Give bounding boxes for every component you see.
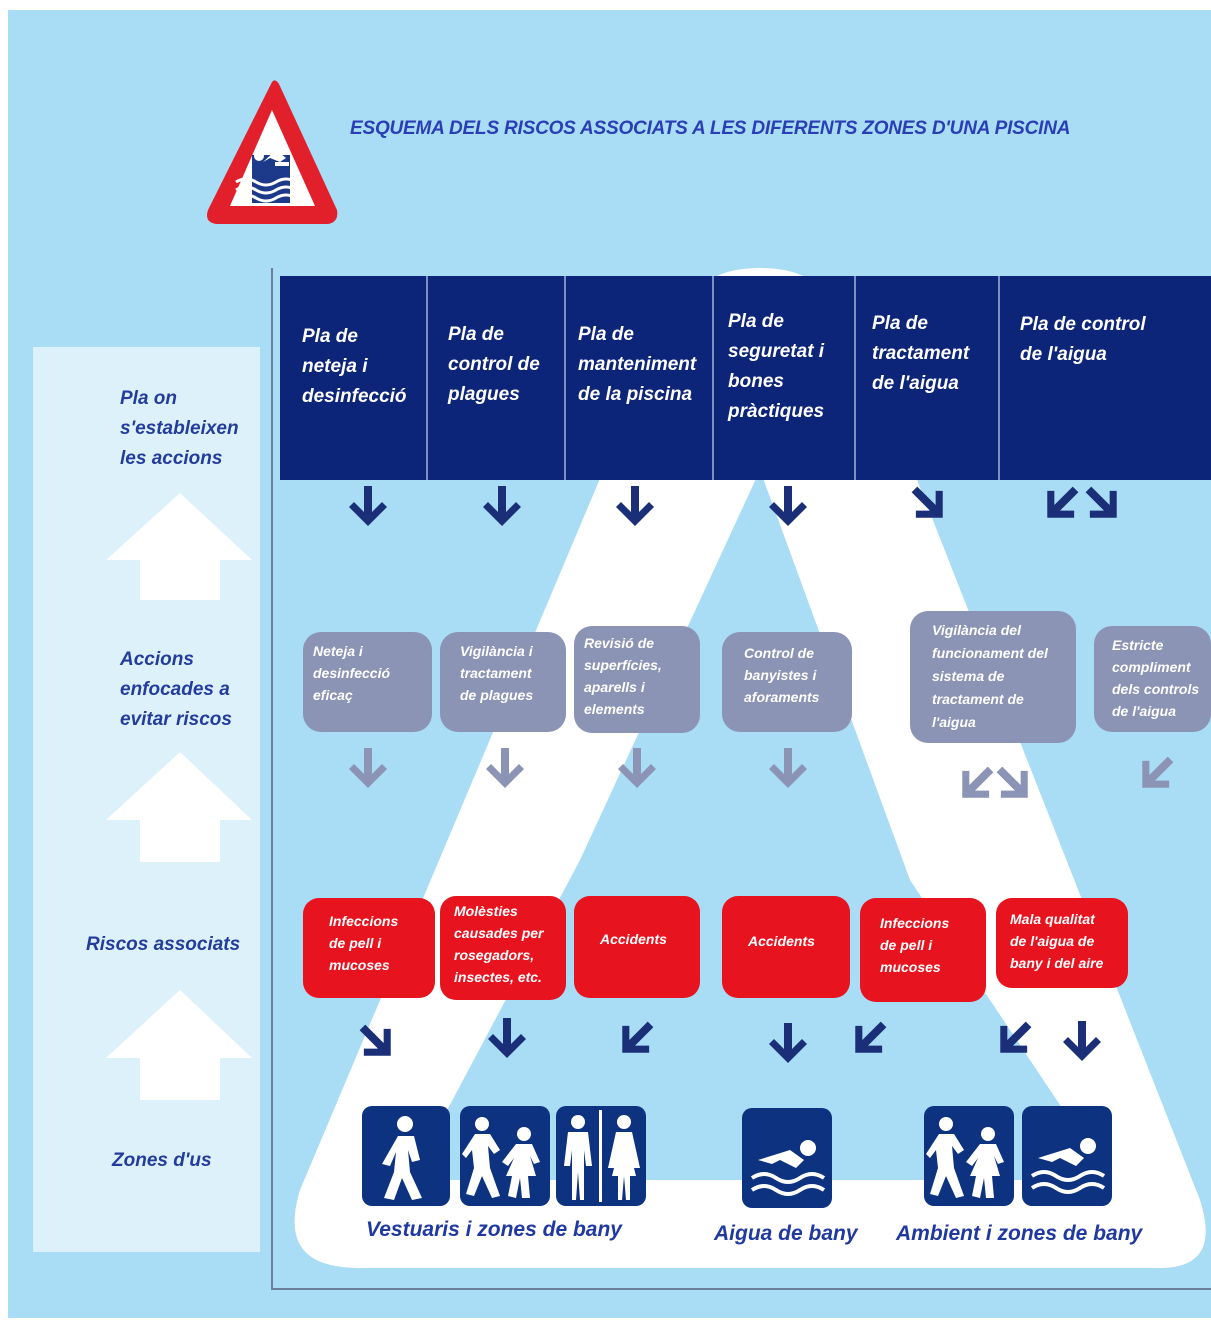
risk-box-accidents-2: Accidents bbox=[722, 896, 850, 998]
plan-bar bbox=[280, 276, 1211, 480]
left-label-zones: Zones d'us bbox=[112, 1150, 212, 1171]
plan-column-4 bbox=[714, 276, 856, 480]
plan-column-2 bbox=[428, 276, 566, 480]
plan-column-3 bbox=[566, 276, 714, 480]
swimmer-icon bbox=[1022, 1106, 1112, 1206]
risk-box-accidents-1: Accidents bbox=[574, 896, 700, 998]
up-arrow-1 bbox=[106, 493, 252, 600]
swimmer-icon bbox=[742, 1108, 832, 1208]
left-label-risks: Riscos associats bbox=[86, 934, 241, 955]
zone-label-bathing-water: Aigua de bany bbox=[714, 1222, 858, 1245]
plan-column-5 bbox=[856, 276, 1000, 480]
running-children-icon bbox=[460, 1106, 550, 1206]
zone-label-changing-rooms: Vestuaris i zones de bany bbox=[366, 1218, 622, 1241]
main-frame bbox=[271, 268, 1211, 1290]
diagram-title: ESQUEMA DELS RISCOS ASSOCIATS A LES DIFE… bbox=[350, 118, 1071, 139]
up-arrow-3 bbox=[106, 990, 252, 1100]
plan-column-1 bbox=[280, 276, 428, 480]
zone-label-environment: Ambient i zones de bany bbox=[896, 1222, 1143, 1245]
up-arrow-2 bbox=[106, 752, 252, 862]
walking-person-icon bbox=[362, 1106, 450, 1206]
man-woman-restroom-icon bbox=[556, 1106, 646, 1206]
running-children-icon bbox=[924, 1106, 1014, 1206]
